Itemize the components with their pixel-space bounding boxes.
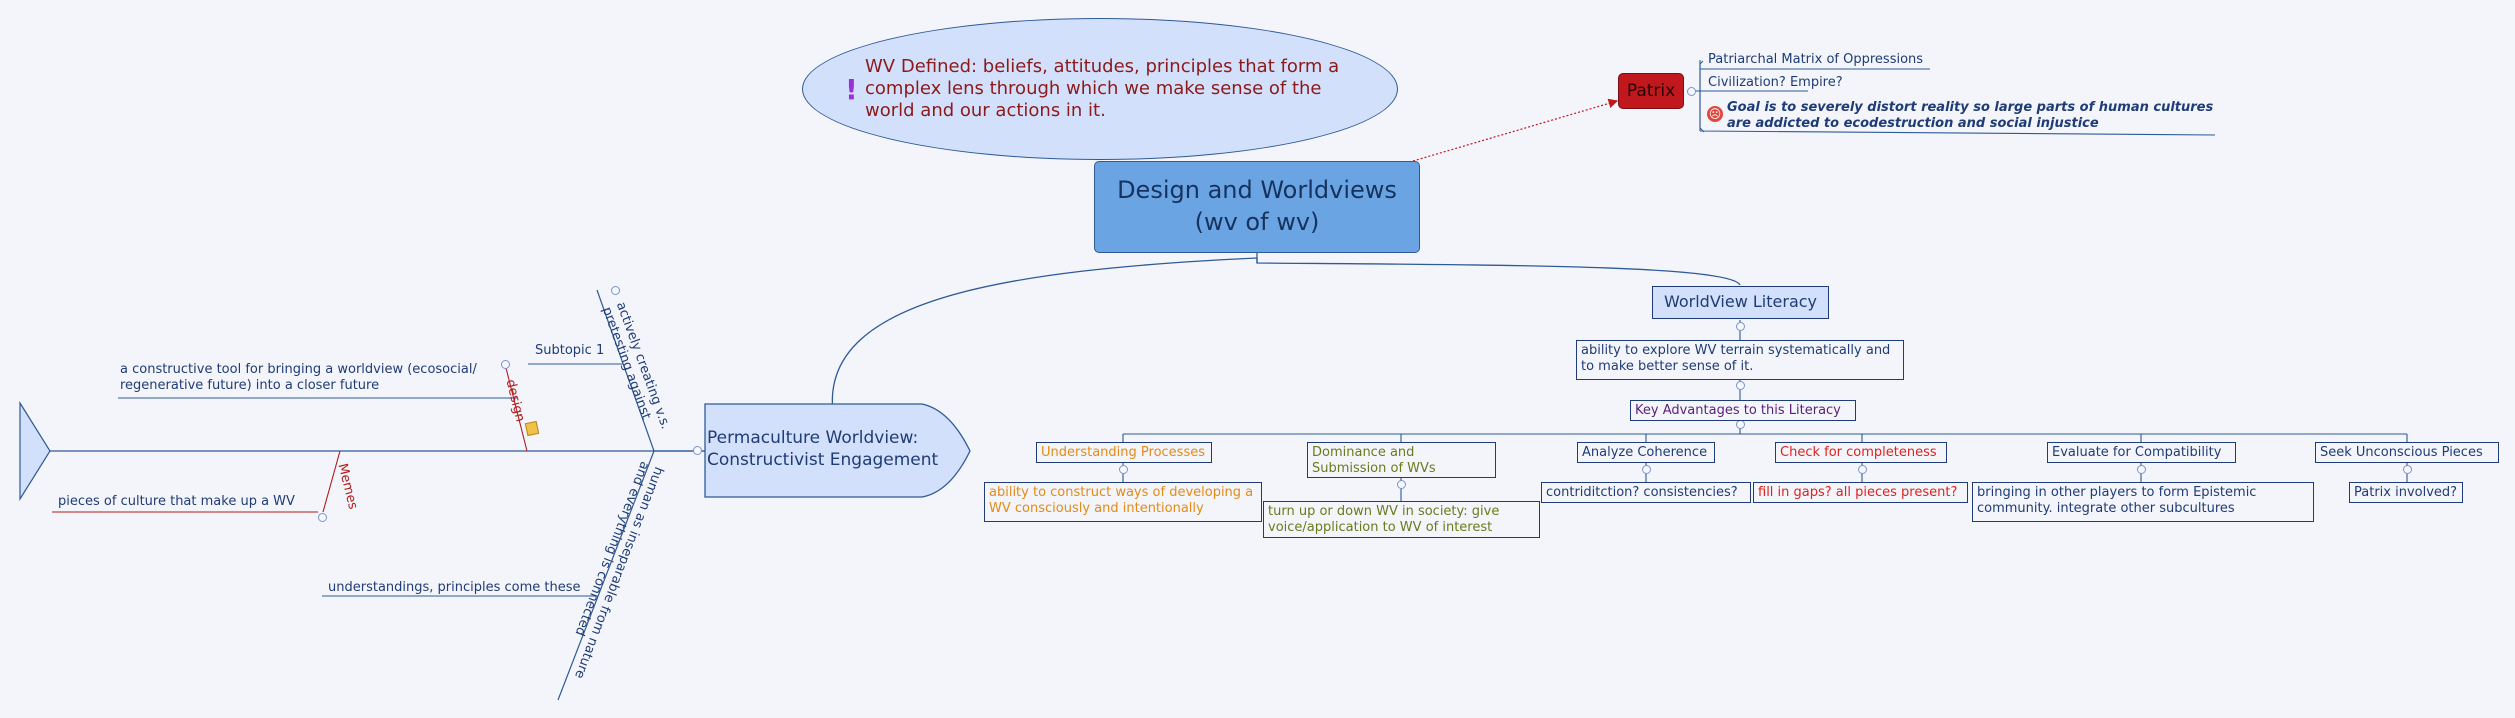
collapse-toggle[interactable] [1736,420,1745,429]
central-to-literacy-line [1256,258,1741,286]
central-subtitle: (wv of wv) [1194,208,1320,236]
central-title: Design and Worldviews [1117,176,1397,204]
collapse-toggle[interactable] [1736,322,1745,331]
collapse-toggle[interactable] [2137,465,2146,474]
upper-bone [596,289,655,452]
collapse-toggle[interactable] [1642,465,1651,474]
lower-bone [557,450,655,701]
design-note[interactable]: a constructive tool for bringing a world… [120,362,477,393]
permaculture-topic[interactable]: Permaculture Worldview: Constructivist E… [707,427,957,471]
note-icon [524,420,540,437]
collapse-toggle[interactable] [1858,465,1867,474]
patrix-child-1[interactable]: Patriarchal Matrix of Oppressions [1708,52,1924,67]
collapse-toggle[interactable] [611,286,620,295]
advantages-topic[interactable]: Key Advantages to this Literacy [1630,400,1856,421]
fishbone-tail [19,400,51,502]
definition-text: WV Defined: beliefs, attitudes, principl… [865,56,1340,121]
subtopic-label[interactable]: Subtopic 1 [535,343,605,358]
collapse-toggle[interactable] [1687,87,1696,96]
advantage-understanding-processes[interactable]: Understanding Processes [1036,442,1212,463]
permaculture-title: Permaculture Worldview: Constructivist E… [707,428,939,470]
advantage-check-completeness[interactable]: Check for completeness [1775,442,1947,463]
advantage-dominance-submission[interactable]: Dominance and Submission of WVs [1307,442,1496,478]
detail-analyze-coherence[interactable]: contriditction? consistencies? [1541,482,1751,503]
lower-note[interactable]: understandings, principles come these [328,580,581,595]
advantage-seek-unconscious[interactable]: Seek Unconscious Pieces [2315,442,2499,463]
frown-icon: ☹ [1707,106,1723,122]
patrix-topic[interactable]: Patrix [1618,73,1684,109]
patrix-child-2[interactable]: Civilization? Empire? [1708,75,1843,90]
collapse-toggle[interactable] [1119,465,1128,474]
central-topic[interactable]: Design and Worldviews (wv of wv) [1094,161,1420,253]
collapse-toggle[interactable] [1736,381,1745,390]
fishbone-head [704,403,971,498]
collapse-toggle[interactable] [501,360,510,369]
detail-dominance-submission[interactable]: turn up or down WV in society: give voic… [1263,501,1540,538]
exclamation-icon: ! [845,73,858,106]
patrix-child-3[interactable]: Goal is to severely distort reality so l… [1727,100,2214,131]
definition-bubble[interactable] [802,18,1398,160]
design-bone [504,363,528,452]
literacy-description[interactable]: ability to explore WV terrain systematic… [1576,340,1904,380]
collapse-toggle[interactable] [2403,465,2412,474]
collapse-toggle[interactable] [318,513,327,522]
central-to-permaculture-line [831,257,1258,413]
collapse-toggle[interactable] [693,446,702,455]
detail-seek-unconscious[interactable]: Patrix involved? [2349,482,2463,503]
detail-evaluate-compatibility[interactable]: bringing in other players to form Episte… [1972,482,2314,522]
central-to-patrix-arrow [1412,98,1619,162]
collapse-toggle[interactable] [1397,480,1406,489]
detail-understanding-processes[interactable]: ability to construct ways of developing … [984,482,1262,522]
memes-note[interactable]: pieces of culture that make up a WV [58,494,295,509]
literacy-topic[interactable]: WorldView Literacy [1652,286,1829,319]
detail-check-completeness[interactable]: fill in gaps? all pieces present? [1753,482,1968,503]
advantage-analyze-coherence[interactable]: Analyze Coherence [1577,442,1715,463]
memes-bone [322,450,341,513]
advantage-evaluate-compatibility[interactable]: Evaluate for Compatibility [2047,442,2236,463]
